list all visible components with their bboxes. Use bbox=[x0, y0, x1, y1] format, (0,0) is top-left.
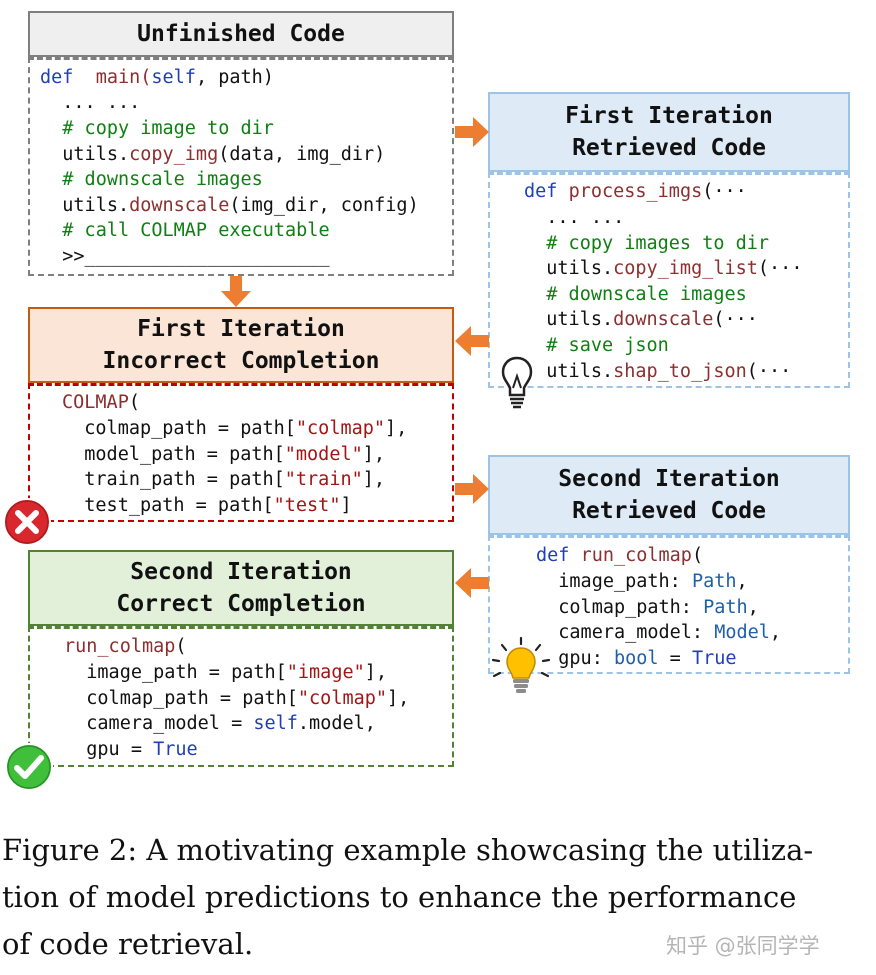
first-incorrect-header: First Iteration Incorrect Completion bbox=[28, 307, 454, 383]
code-line: ... ... bbox=[524, 207, 625, 228]
code-line: utils.downscale(··· bbox=[524, 309, 758, 330]
first-incorrect-title-1: First Iteration bbox=[137, 316, 345, 342]
first-retrieved-header: First Iteration Retrieved Code bbox=[488, 92, 850, 172]
arrow-left-icon bbox=[455, 568, 489, 598]
code-line: colmap_path: Path, bbox=[536, 597, 759, 618]
code-comment: # copy images to dir bbox=[524, 233, 770, 254]
code-comment: # downscale images bbox=[40, 169, 263, 190]
code-line: def run_colmap( bbox=[536, 545, 704, 566]
code-line: test_path = path["test"] bbox=[62, 495, 352, 516]
code-comment: # downscale images bbox=[524, 284, 747, 305]
caption-line-3: of code retrieval. bbox=[2, 927, 254, 961]
code-line: COLMAP( bbox=[62, 392, 140, 413]
caption-line-2: tion of model predictions to enhance the… bbox=[2, 880, 797, 914]
code-line: utils.shap_to_json(··· bbox=[524, 361, 792, 382]
second-correct-title-2: Correct Completion bbox=[116, 591, 366, 617]
figure-caption: Figure 2: A motivating example showcasin… bbox=[2, 827, 874, 968]
arrow-left-icon bbox=[455, 326, 489, 356]
second-retrieved-title-1: Second Iteration bbox=[558, 466, 780, 492]
code-comment: # call COLMAP executable bbox=[40, 220, 330, 241]
first-incorrect-body: COLMAP( colmap_path = path["colmap"], mo… bbox=[28, 383, 454, 522]
code-line: gpu = True bbox=[64, 739, 198, 760]
unfinished-code-title: Unfinished Code bbox=[137, 21, 345, 47]
code-comment: # copy image to dir bbox=[40, 118, 274, 139]
lightbulb-lit-icon bbox=[491, 636, 551, 693]
code-line: train_path = path["train"], bbox=[62, 469, 386, 490]
unfinished-code-body: def main(self, path) ... ... # copy imag… bbox=[28, 57, 454, 276]
first-incorrect-title-2: Incorrect Completion bbox=[102, 348, 380, 374]
code-line: gpu: bool = True bbox=[536, 648, 737, 669]
second-retrieved-body: def run_colmap( image_path: Path, colmap… bbox=[488, 535, 850, 674]
first-retrieved-title-2: Retrieved Code bbox=[572, 135, 766, 161]
code-line: camera_model: Model, bbox=[536, 622, 782, 643]
second-retrieved-header: Second Iteration Retrieved Code bbox=[488, 455, 850, 535]
first-retrieved-title-1: First Iteration bbox=[565, 103, 773, 129]
code-line: utils.copy_img_list(··· bbox=[524, 258, 803, 279]
unfinished-code-header: Unfinished Code bbox=[28, 11, 454, 57]
arrow-right-icon bbox=[455, 117, 489, 147]
code-line: ... ... bbox=[40, 92, 141, 113]
code-line: utils.copy_img(data, img_dir) bbox=[40, 144, 386, 165]
code-line: colmap_path = path["colmap"], bbox=[62, 418, 408, 439]
code-line: camera_model = self.model, bbox=[64, 713, 376, 734]
second-correct-body: run_colmap( image_path = path["image"], … bbox=[28, 626, 454, 767]
success-check-icon bbox=[5, 743, 53, 791]
error-x-icon bbox=[3, 498, 51, 546]
second-correct-title-1: Second Iteration bbox=[130, 559, 352, 585]
code-line: def main(self, path) bbox=[40, 67, 274, 88]
caption-line-1: Figure 2: A motivating example showcasin… bbox=[2, 833, 814, 867]
code-line: image_path: Path, bbox=[536, 571, 748, 592]
code-line: run_colmap( bbox=[64, 636, 187, 657]
code-line: def process_imgs(··· bbox=[524, 181, 747, 202]
code-line: >>______________________ bbox=[40, 246, 330, 267]
code-line: image_path = path["image"], bbox=[64, 662, 388, 683]
arrow-down-icon bbox=[221, 276, 251, 307]
code-line: model_path = path["model"], bbox=[62, 444, 386, 465]
arrow-right-icon bbox=[455, 474, 489, 504]
watermark: 知乎 @张同学学 bbox=[666, 934, 820, 958]
lightbulb-outline-icon bbox=[501, 356, 533, 409]
code-comment: # save json bbox=[524, 335, 669, 356]
code-line: colmap_path = path["colmap"], bbox=[64, 688, 410, 709]
second-retrieved-title-2: Retrieved Code bbox=[572, 498, 766, 524]
first-retrieved-body: def process_imgs(··· ... ... # copy imag… bbox=[488, 172, 850, 388]
code-line: utils.downscale(img_dir, config) bbox=[40, 195, 419, 216]
second-correct-header: Second Iteration Correct Completion bbox=[28, 550, 454, 626]
